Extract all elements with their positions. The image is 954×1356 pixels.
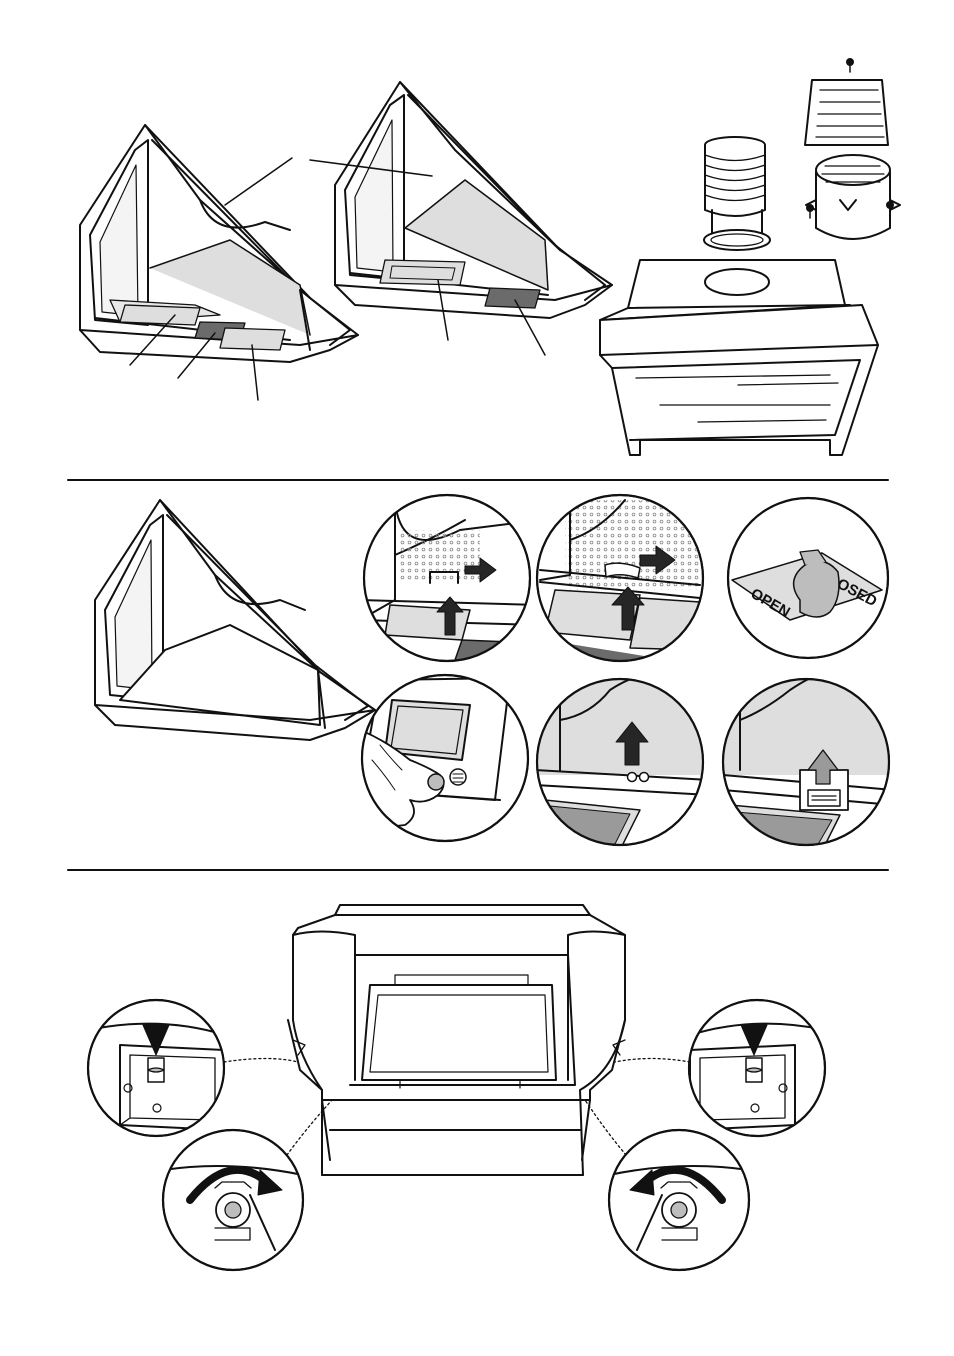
ducting-connector [704,137,770,250]
charcoal-filter-right [485,288,540,308]
detail-damper-open-closed: CLOSED OPEN [728,498,888,658]
detail-left-wingnut-rotate [163,1130,303,1270]
grease-filter-left-1 [120,305,200,325]
detail-lift-panel [535,675,710,850]
grille-and-flange [805,59,900,239]
damper-knob [794,561,839,617]
grease-filter-right [380,260,465,285]
hood-closed-panel [95,500,375,740]
section-1-overview [80,59,900,455]
hood-right-with-filters [310,82,612,355]
detail-right-lock-indicator [689,1000,826,1136]
detail-latch-slide-up [723,675,893,855]
detail-right-wingnut-rotate [609,1130,749,1270]
hood-left-with-filters [80,125,358,400]
detail-slide-filter-lock [360,495,540,661]
section-2-filter-removal: CLOSED OPEN [95,495,893,855]
hood-front-view [224,905,690,1175]
section-3-mounting [88,905,826,1270]
hood-cabinet-unit [600,260,878,455]
detail-press-release-button [360,675,528,841]
detail-left-lock-indicator [88,1000,225,1136]
detail-pull-filter-handle [537,495,705,665]
